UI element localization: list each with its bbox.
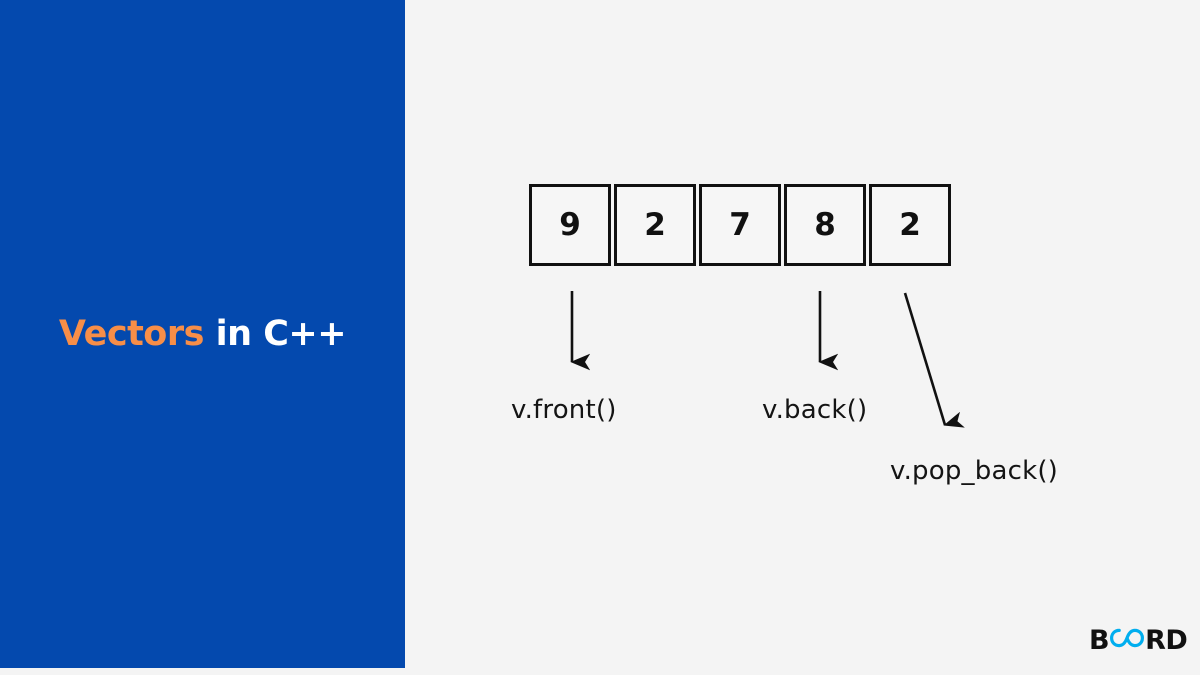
title-block: Vectors in C++ bbox=[0, 0, 405, 668]
vector-cell: 7 bbox=[699, 184, 781, 266]
vector-cell: 2 bbox=[614, 184, 696, 266]
page-title: Vectors in C++ bbox=[58, 313, 347, 354]
vector-cell: 8 bbox=[784, 184, 866, 266]
page-title-accent: Vectors bbox=[58, 313, 205, 354]
bottom-strip bbox=[0, 668, 1200, 675]
title-panel bbox=[0, 0, 405, 668]
page-title-plain: in C++ bbox=[203, 313, 347, 354]
callout-label-pop-back: v.pop_back() bbox=[890, 456, 1059, 486]
board-logo: B RD bbox=[1089, 624, 1188, 656]
infinity-icon bbox=[1110, 626, 1145, 654]
vector-container: 9 2 7 8 2 bbox=[529, 184, 951, 266]
content-panel bbox=[405, 0, 1200, 675]
logo-suffix: RD bbox=[1145, 624, 1188, 656]
callout-label-back: v.back() bbox=[762, 395, 868, 425]
vector-cell: 9 bbox=[529, 184, 611, 266]
callout-label-front: v.front() bbox=[511, 395, 617, 425]
vector-cell: 2 bbox=[869, 184, 951, 266]
logo-prefix: B bbox=[1089, 624, 1110, 656]
